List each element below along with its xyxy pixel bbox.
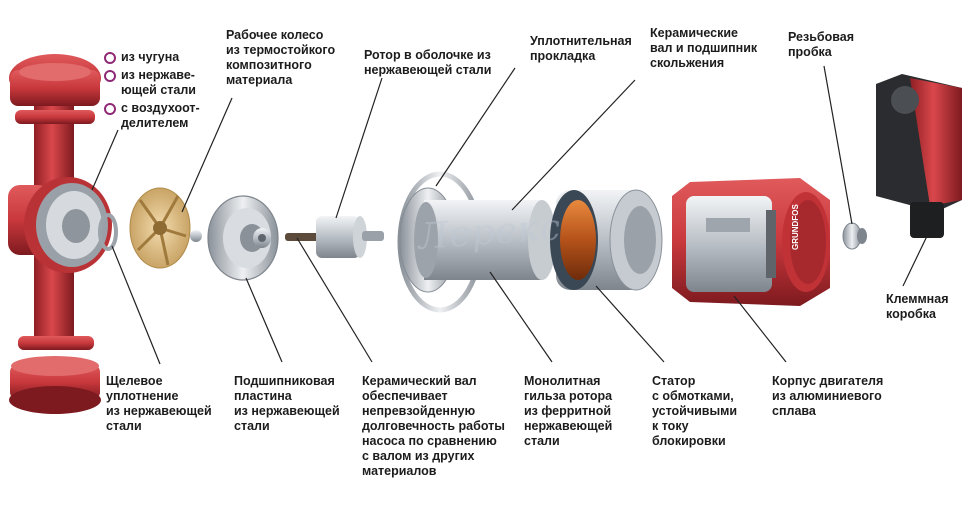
- impeller: [129, 187, 202, 269]
- label-rotor-sleeve: Монолитная гильза ротора из ферритной не…: [524, 374, 613, 448]
- brand-logo: GRUNDFOS: [791, 204, 800, 250]
- rotor-can: [399, 187, 556, 293]
- ceramic-shaft: [285, 216, 384, 258]
- label-rotor-shell: Ротор в оболочке из нержавеющей стали: [364, 48, 492, 77]
- label-terminal-box: Клеммная коробка: [886, 292, 949, 321]
- label-gasket: Уплотнительная прокладка: [530, 34, 632, 63]
- label-ceramic-shaft: Керамический вал обеспечивает непревзойд…: [362, 374, 505, 478]
- bearing-plate: [207, 195, 279, 281]
- terminal-box: [876, 74, 962, 238]
- bullet-cast-iron: из чугуна: [104, 50, 200, 66]
- label-impeller: Рабочее колесо из термостойкого композит…: [226, 28, 336, 87]
- bullet-text: из нержаве- ющей стали: [121, 67, 196, 98]
- stator: [550, 189, 663, 291]
- pump-housing: [8, 54, 112, 414]
- bullet-air-separator: с воздухоот- делителем: [104, 101, 200, 132]
- label-slot-seal: Щелевое уплотнение из нержавеющей стали: [106, 374, 212, 433]
- slot-seal-ring: [98, 213, 118, 251]
- label-bearing-plate: Подшипниковая пластина из нержавеющей ст…: [234, 374, 340, 433]
- bullet-text: с воздухоот- делителем: [121, 100, 200, 131]
- label-stator: Статор с обмотками, устойчивыми к току б…: [652, 374, 738, 448]
- label-threaded-plug: Резьбовая пробка: [788, 30, 854, 59]
- bullet-dot: [104, 102, 116, 115]
- leader-lines: [91, 65, 929, 365]
- bullet-dot: [104, 69, 116, 82]
- material-bullet-list: из чугуна из нержаве- ющей стали с возду…: [104, 50, 200, 134]
- threaded-plug: [842, 222, 867, 250]
- label-motor-housing: Корпус двигателя из алюминиевого сплава: [772, 374, 884, 418]
- bullet-stainless: из нержаве- ющей стали: [104, 68, 200, 99]
- bullet-dot: [104, 52, 116, 64]
- label-ceramic-bearing: Керамические вал и подшипник скольжения: [650, 26, 758, 70]
- bullet-text: из чугуна: [121, 50, 180, 64]
- motor-housing: GRUNDFOS: [672, 178, 830, 306]
